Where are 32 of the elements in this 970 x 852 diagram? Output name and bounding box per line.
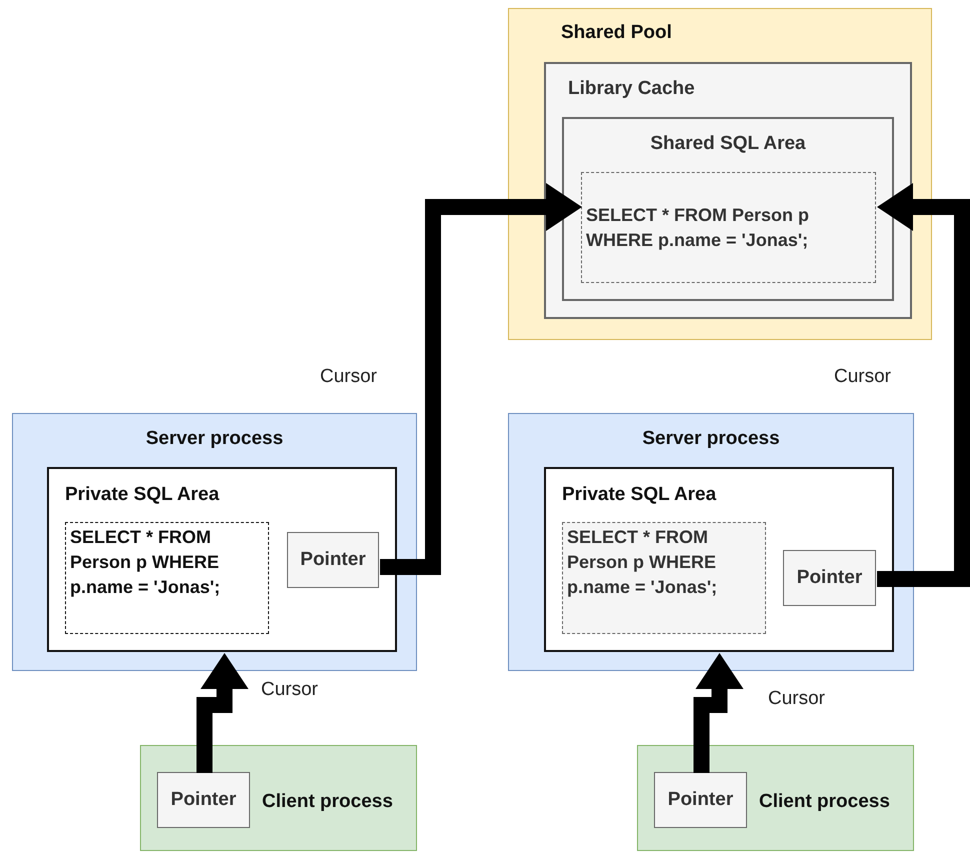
edge-label: Cursor xyxy=(834,366,892,388)
panel-heading: Shared Pool xyxy=(561,22,672,44)
server-process-panel xyxy=(12,413,417,671)
client-process-panel xyxy=(637,745,914,851)
shared-sql-area-panel xyxy=(562,117,894,301)
sql-statement: SELECT * FROM Person p WHERE p.name = 'Jonas'; xyxy=(65,522,269,634)
panel-heading: Server process xyxy=(641,428,781,450)
client-process-panel xyxy=(140,745,417,851)
edge-label: Cursor xyxy=(261,679,318,701)
arrow xyxy=(877,183,970,587)
edge-label: Cursor xyxy=(768,688,826,710)
panel-heading: Private SQL Area xyxy=(562,484,716,506)
arrow xyxy=(694,653,744,773)
panel-heading: Server process xyxy=(144,428,284,450)
panel-heading: Client process xyxy=(759,791,890,813)
library-cache-panel xyxy=(544,62,912,319)
sql-statement: SELECT * FROM Person p WHERE p.name = 'Jonas'; xyxy=(562,522,766,634)
edge-label: Cursor xyxy=(320,366,378,388)
arrow xyxy=(196,653,248,773)
panel-heading: Private SQL Area xyxy=(65,484,220,506)
pointer-box: Pointer xyxy=(157,772,250,828)
pointer-box: Pointer xyxy=(783,550,876,606)
pointer-box: Pointer xyxy=(654,772,747,828)
server-process-panel xyxy=(508,413,914,671)
panel-heading: Shared SQL Area xyxy=(649,133,807,155)
pointer-box: Pointer xyxy=(287,532,379,588)
panel-heading: Library Cache xyxy=(568,78,695,100)
sql-statement: SELECT * FROM Person p WHERE p.name = 'Jonas'; xyxy=(581,172,876,283)
shared-pool-panel xyxy=(508,8,932,340)
private-sql-area-panel xyxy=(544,467,894,652)
panel-heading: Client process xyxy=(262,791,393,813)
private-sql-area-panel xyxy=(47,467,397,652)
